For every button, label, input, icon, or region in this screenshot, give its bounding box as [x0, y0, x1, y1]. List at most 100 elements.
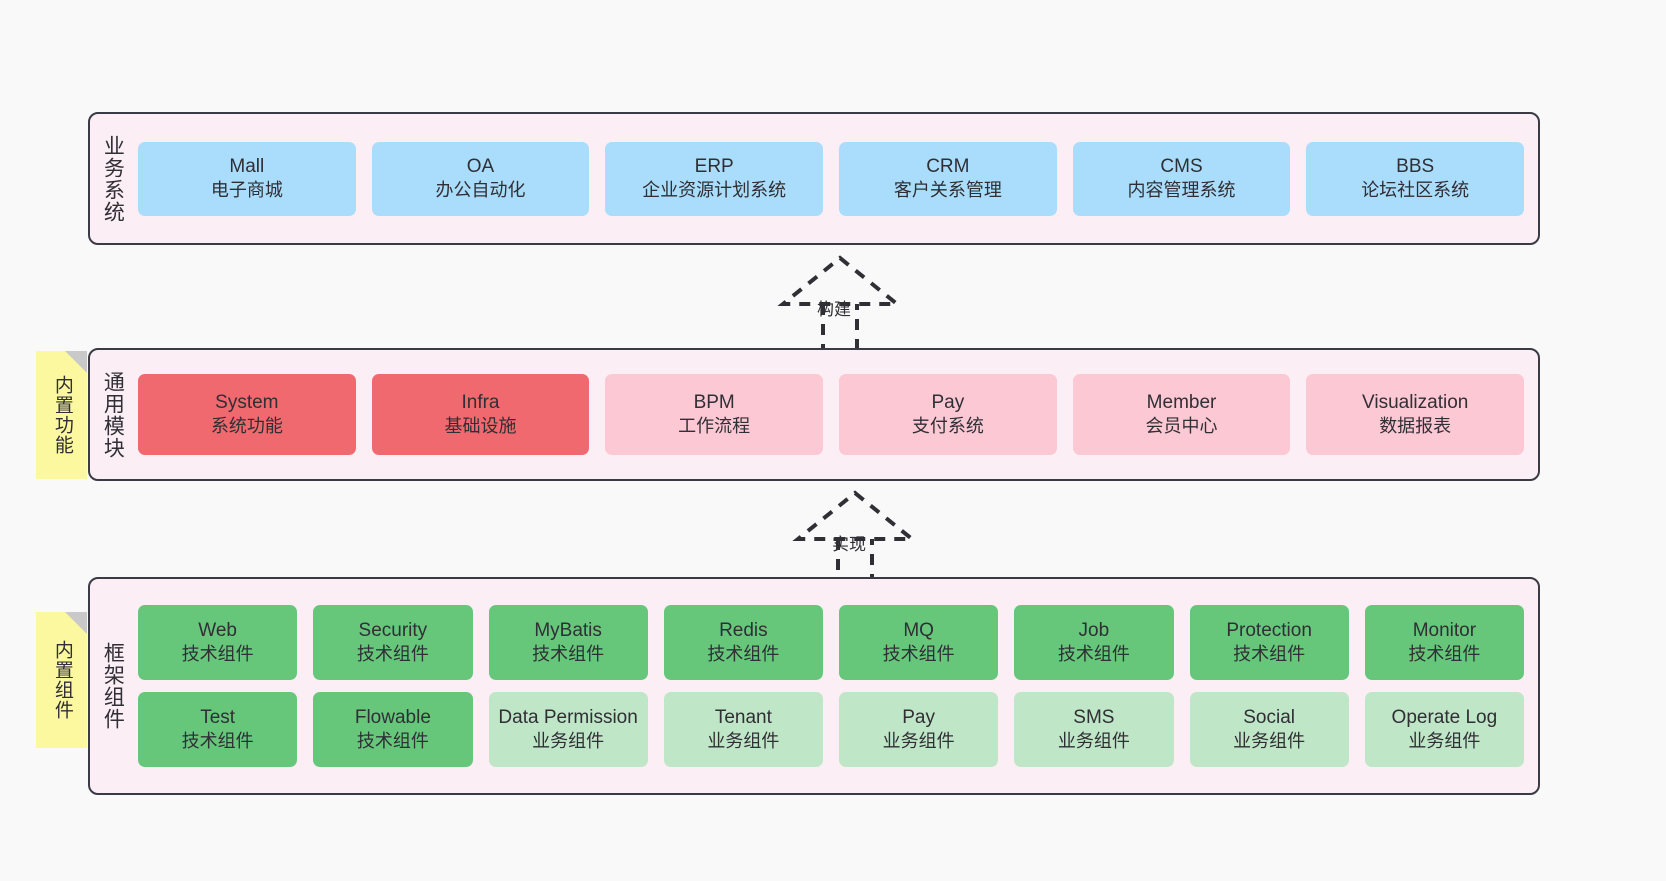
module-card-subtitle: 工作流程 — [678, 416, 751, 437]
module-card-title: Security — [358, 620, 428, 642]
module-card-subtitle: 技术组件 — [356, 644, 429, 665]
module-card-title: Infra — [461, 392, 500, 414]
module-card-subtitle: 业务组件 — [532, 731, 605, 752]
module-card-subtitle: 内容管理系统 — [1127, 180, 1236, 201]
sticky-note-label: 内置功能 — [51, 375, 73, 455]
layer-title-business: 业务系统 — [101, 134, 125, 223]
module-card-title: Flowable — [354, 707, 431, 729]
module-card-title: Visualization — [1362, 392, 1469, 414]
module-card-title: Pay — [902, 707, 935, 729]
module-card-subtitle: 技术组件 — [1057, 644, 1130, 665]
module-card-subtitle: 业务组件 — [1408, 731, 1481, 752]
module-card-subtitle: 业务组件 — [882, 731, 955, 752]
module-card-subtitle: 数据报表 — [1379, 416, 1452, 437]
layer-title-framework: 框架组件 — [101, 642, 125, 730]
module-card-title: Monitor — [1412, 620, 1477, 642]
module-card-title: MyBatis — [534, 620, 602, 642]
module-card-subtitle: 技术组件 — [882, 644, 955, 665]
module-card-subtitle: 技术组件 — [707, 644, 780, 665]
connector-build-label: 构建 — [817, 300, 851, 319]
connector-build: 构建 — [745, 252, 935, 357]
module-card-subtitle: 技术组件 — [181, 644, 254, 665]
module-card-title: MQ — [903, 620, 934, 642]
module-card-subtitle: 技术组件 — [181, 731, 254, 752]
module-card-title: Redis — [719, 620, 768, 642]
module-card-title: SMS — [1073, 707, 1115, 729]
sticky-note-builtin-features: 内置功能 — [36, 351, 87, 479]
module-card-title: Data Permission — [498, 707, 638, 729]
module-card-title: Operate Log — [1391, 707, 1498, 729]
module-card-subtitle: 基础设施 — [444, 416, 517, 437]
module-card-title: Protection — [1226, 620, 1312, 642]
page-fold-icon — [65, 612, 87, 634]
module-card-title: Test — [200, 707, 236, 729]
module-card-subtitle: 技术组件 — [1408, 644, 1481, 665]
module-card-subtitle: 业务组件 — [1233, 731, 1306, 752]
module-card-title: Mall — [229, 156, 265, 178]
module-card-title: Member — [1146, 392, 1217, 414]
module-card-title: BBS — [1396, 156, 1435, 178]
module-card-subtitle: 业务组件 — [707, 731, 780, 752]
module-card-title: Pay — [931, 392, 965, 414]
module-card-subtitle: 客户关系管理 — [893, 180, 1002, 201]
module-card-title: OA — [466, 156, 495, 178]
module-card-subtitle: 办公自动化 — [435, 180, 526, 201]
module-card-title: Social — [1243, 707, 1295, 729]
page-fold-icon — [65, 351, 87, 373]
module-card-subtitle: 论坛社区系统 — [1361, 180, 1470, 201]
module-card-subtitle: 会员中心 — [1145, 416, 1218, 437]
connector-implement: 实现 — [760, 487, 950, 592]
sticky-note-builtin-components: 内置组件 — [36, 612, 87, 748]
module-card-subtitle: 系统功能 — [210, 416, 283, 437]
module-card-title: Job — [1078, 620, 1110, 642]
connector-implement-label: 实现 — [832, 535, 866, 554]
module-card-subtitle: 业务组件 — [1057, 731, 1130, 752]
arrow-head-triangle — [792, 490, 918, 541]
module-card-subtitle: 支付系统 — [911, 416, 984, 437]
module-card-subtitle: 技术组件 — [356, 731, 429, 752]
module-card-title: ERP — [694, 156, 734, 178]
module-card-subtitle: 电子商城 — [210, 180, 283, 201]
module-card-title: Web — [198, 620, 237, 642]
layer-title-common: 通用模块 — [101, 370, 125, 459]
module-card-title: Tenant — [714, 707, 772, 729]
module-card-title: CRM — [926, 156, 970, 178]
